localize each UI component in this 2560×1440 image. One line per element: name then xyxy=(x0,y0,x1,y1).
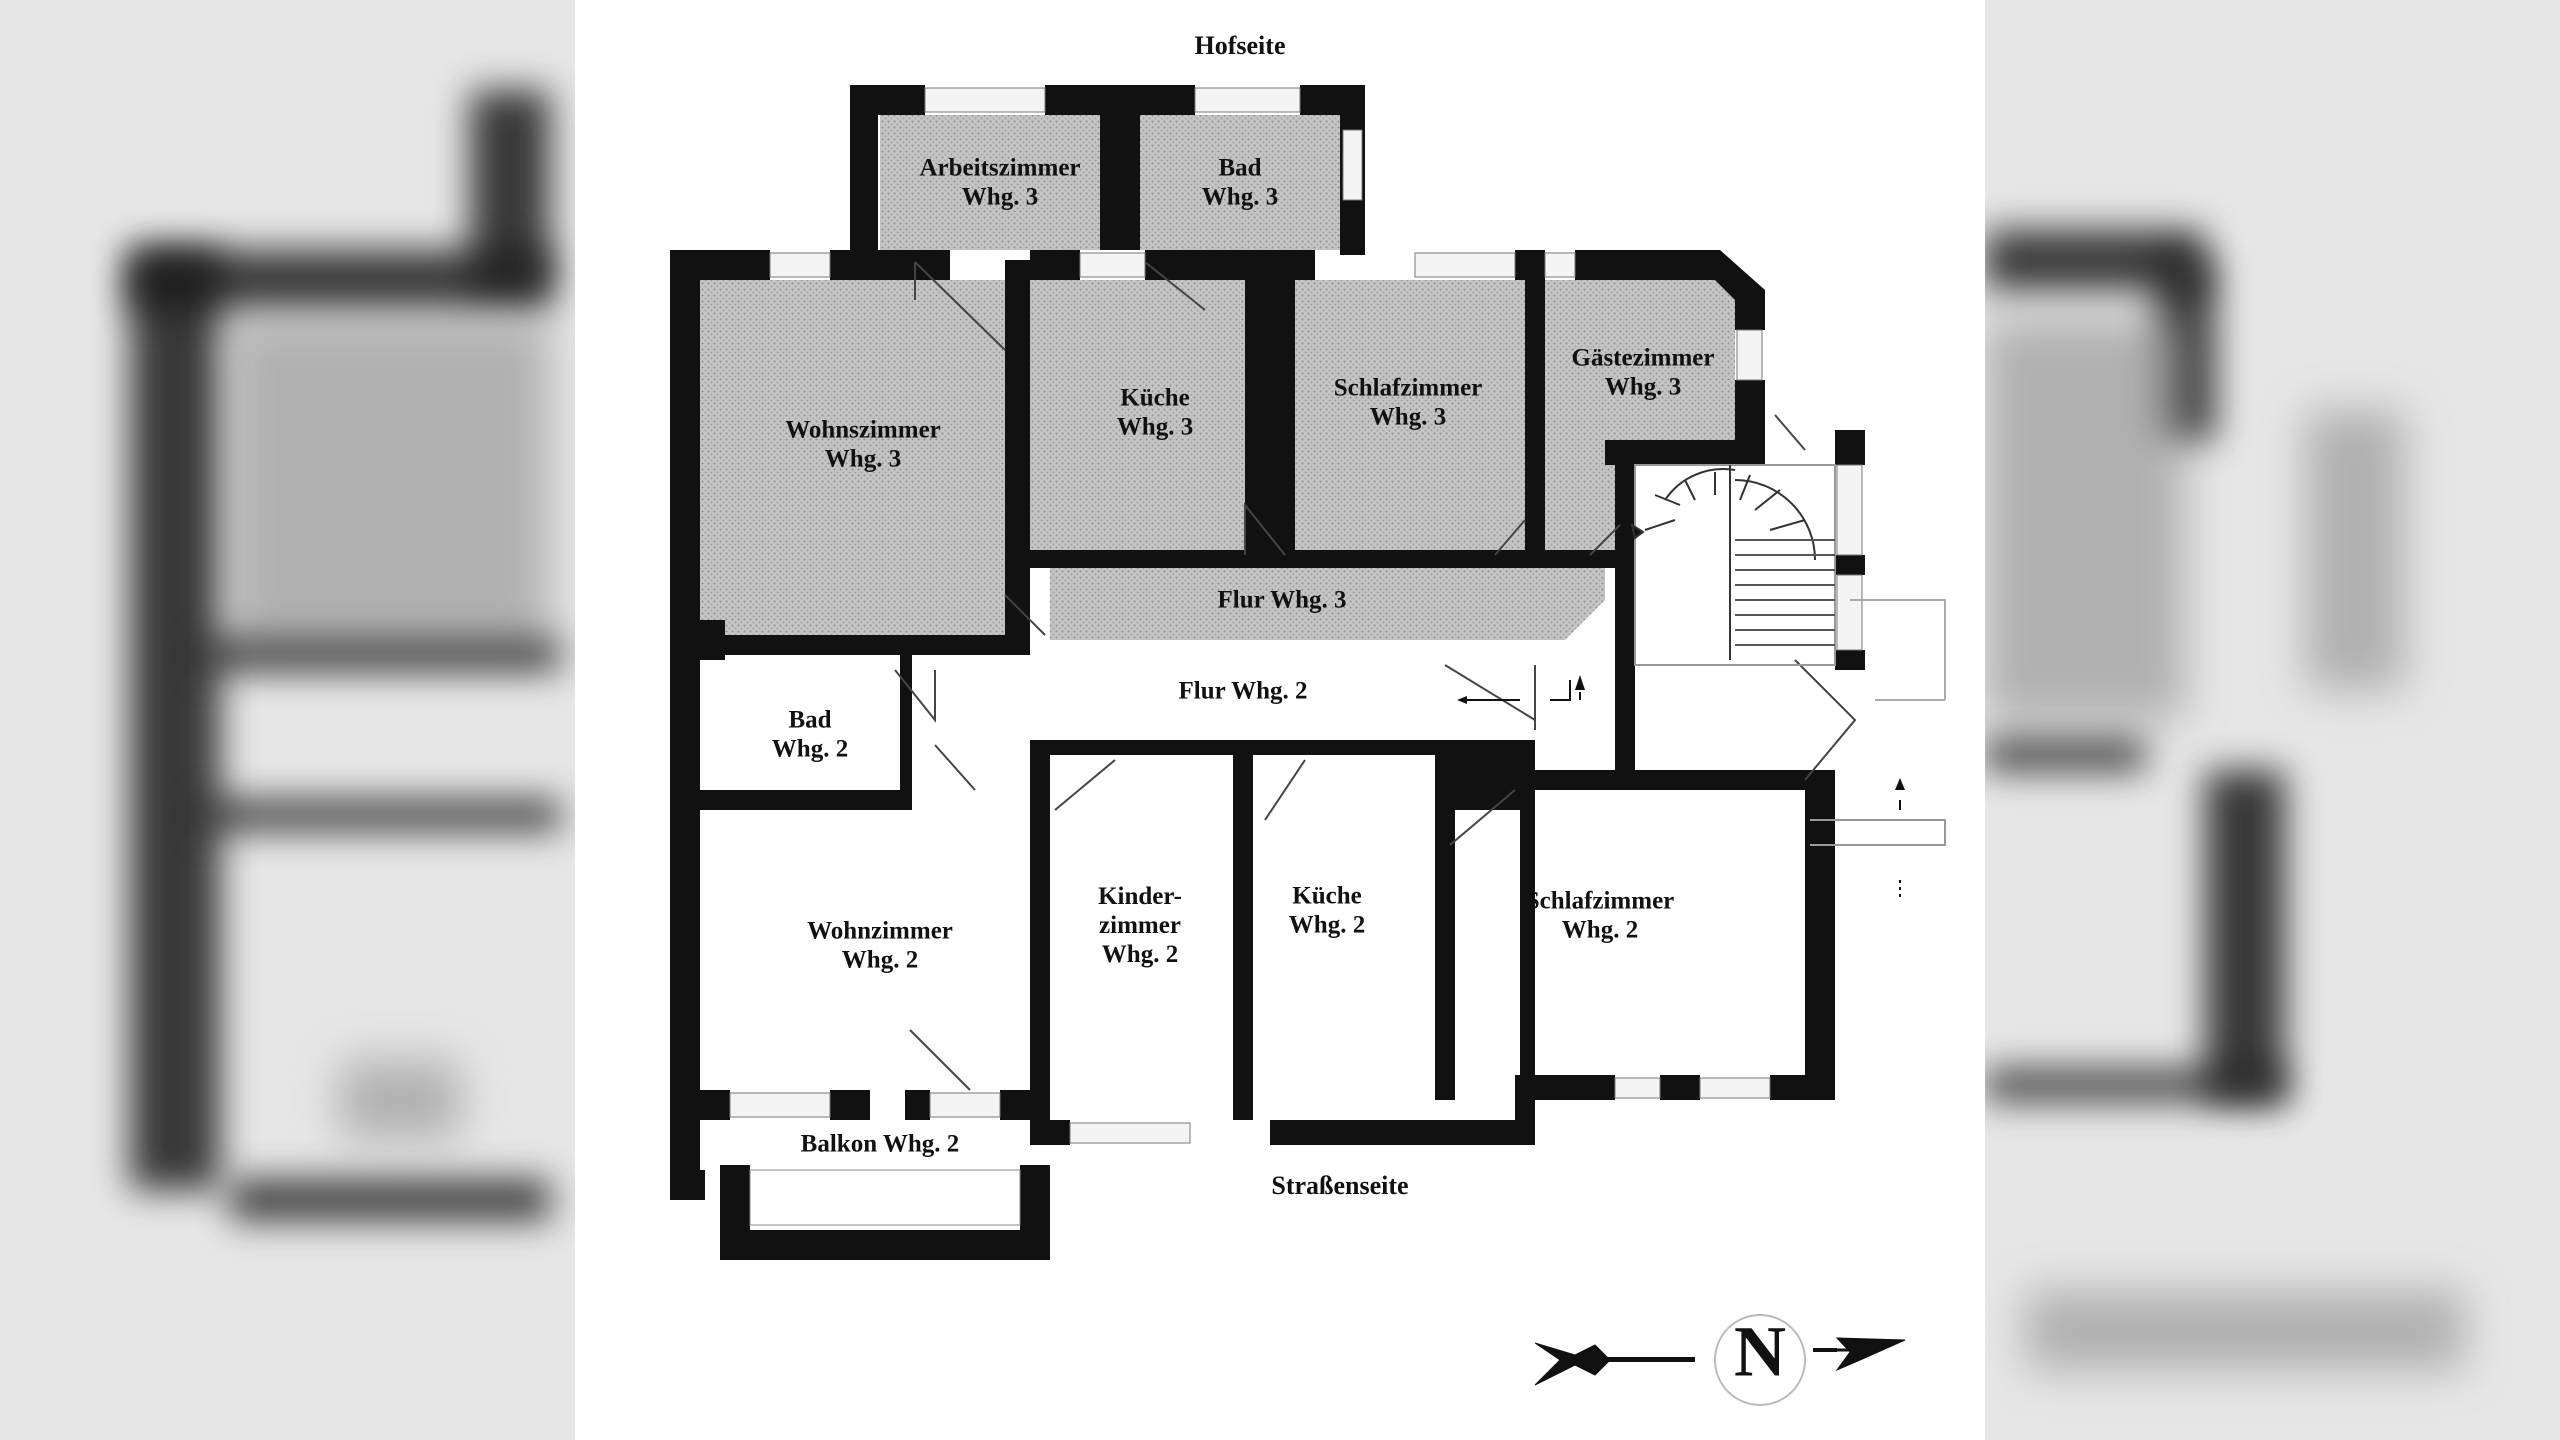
room-label-kueche-2: Küche Whg. 2 xyxy=(1289,882,1365,940)
room-name: Arbeitszimmer xyxy=(919,154,1081,182)
room-unit: Whg. 3 xyxy=(961,183,1039,210)
room-name: Schlafzimmer xyxy=(1333,374,1483,402)
compass-north-label: N xyxy=(1734,1311,1786,1392)
room-unit: Whg. 3 xyxy=(824,445,902,472)
room-label-bad-3: Bad Whg. 3 xyxy=(1202,154,1278,212)
room-kueche-3 xyxy=(1030,280,1245,550)
room-gaestezimmer-3 xyxy=(1545,280,1735,550)
room-name: Schlafzimmer xyxy=(1525,887,1675,915)
room-label-balkon-2: Balkon Whg. 2 xyxy=(800,1130,960,1158)
room-unit: Whg. 3 xyxy=(1201,183,1279,210)
room-name: Bad xyxy=(788,706,832,734)
room-label-bad-2: Bad Whg. 2 xyxy=(772,706,848,764)
room-unit: Whg. 3 xyxy=(1604,373,1682,400)
doors xyxy=(894,261,1857,1091)
room-bad-3 xyxy=(1140,115,1340,250)
apartment-3-rooms xyxy=(700,115,1735,640)
room-label-kueche-3: Küche Whg. 3 xyxy=(1117,384,1193,442)
room-flur-3 xyxy=(1050,568,1605,640)
staircase xyxy=(1457,464,1946,900)
room-name: Wohnszimmer xyxy=(785,416,941,444)
compass-rose xyxy=(1534,1314,1906,1406)
room-name-line2: zimmer xyxy=(1099,911,1181,939)
room-unit: Whg. 2 xyxy=(771,735,849,762)
room-label-gaestezimmer-3: Gästezimmer Whg. 3 xyxy=(1572,344,1715,402)
room-name: Gästezimmer xyxy=(1571,344,1715,372)
room-name-line1: Kinder- xyxy=(1098,882,1182,910)
room-label-flur-2: Flur Whg. 2 xyxy=(1178,677,1308,705)
room-label-schlafzimmer-2: Schlafzimmer Whg. 2 xyxy=(1526,887,1675,945)
blurred-background-left xyxy=(0,0,575,1440)
blurred-background-right xyxy=(1985,0,2560,1440)
room-unit: Whg. 2 xyxy=(841,946,919,973)
room-schlafzimmer-3 xyxy=(1295,280,1525,550)
room-label-kinderzimmer-2: Kinder- zimmer Whg. 2 xyxy=(1098,883,1182,969)
room-name: Wohnzimmer xyxy=(807,917,953,945)
street-side-label: Straßenseite xyxy=(1271,1171,1409,1201)
room-label-flur-3: Flur Whg. 3 xyxy=(1217,586,1347,614)
room-unit: Whg. 2 xyxy=(1288,911,1366,938)
room-label-wohnszimmer-3: Wohnszimmer Whg. 3 xyxy=(785,416,941,474)
room-unit: Whg. 2 xyxy=(1101,940,1179,968)
room-name: Bad xyxy=(1218,154,1262,182)
room-label-wohnzimmer-2: Wohnzimmer Whg. 2 xyxy=(807,917,953,975)
room-wohnszimmer-3 xyxy=(700,280,1005,635)
room-name: Küche xyxy=(1120,384,1190,412)
courtyard-side-label: Hofseite xyxy=(1194,31,1286,61)
room-label-schlafzimmer-3: Schlafzimmer Whg. 3 xyxy=(1334,374,1483,432)
room-arbeitszimmer-3 xyxy=(880,115,1100,250)
room-unit: Whg. 2 xyxy=(1561,916,1639,943)
windows xyxy=(729,87,1863,1226)
room-unit: Whg. 3 xyxy=(1116,413,1194,440)
room-label-arbeitszimmer-3: Arbeitszimmer Whg. 3 xyxy=(919,154,1080,212)
walls xyxy=(670,85,1865,1260)
floor-plan-drawing xyxy=(670,85,1946,1406)
room-name: Küche xyxy=(1292,882,1362,910)
floor-plan: Hofseite Straßenseite Arbeitszimmer Whg.… xyxy=(575,0,1985,1440)
room-unit: Whg. 3 xyxy=(1369,403,1447,430)
